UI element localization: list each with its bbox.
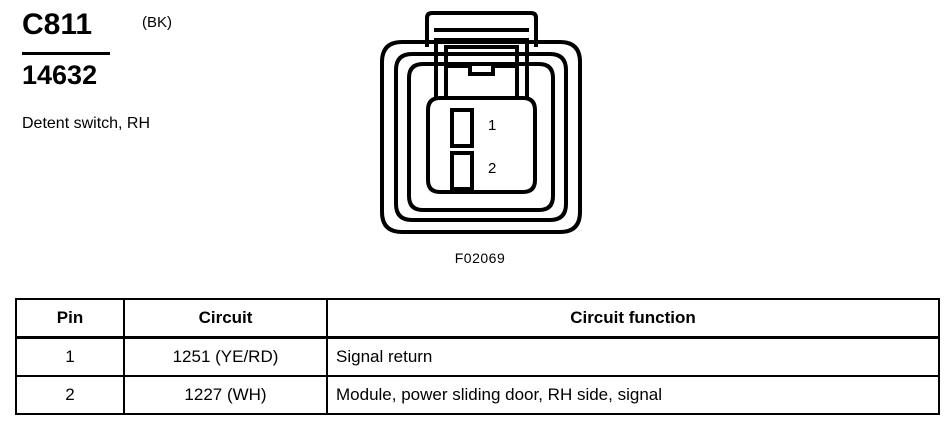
column-header-circuit: Circuit <box>123 298 328 339</box>
column-header-circuit-function: Circuit function <box>326 298 940 339</box>
connector-description: Detent switch, RH <box>22 115 151 132</box>
figure-code-label: F02069 <box>454 250 506 266</box>
pin-cavity-2 <box>450 151 474 191</box>
terminal-face-plate <box>426 96 537 194</box>
table-row: 1 1251 (YE/RD) Signal return <box>15 336 940 377</box>
cell-circuit: 1251 (YE/RD) <box>123 336 328 377</box>
connector-color-code: (BK) <box>142 14 172 31</box>
cell-circuit: 1227 (WH) <box>123 375 328 415</box>
pin-cavity-1 <box>450 108 474 148</box>
header-divider-rule <box>22 52 110 55</box>
body-outer-outline <box>380 40 582 234</box>
column-header-pin: Pin <box>15 298 125 339</box>
cell-pin: 1 <box>15 336 125 377</box>
latch-notch <box>444 64 519 76</box>
table-row: 2 1227 (WH) Module, power sliding door, … <box>15 375 940 415</box>
connector-part-number: 14632 <box>22 60 98 90</box>
latch-outer-shell <box>425 11 538 47</box>
pin-number-label-2: 2 <box>488 160 497 177</box>
latch-inner-box <box>444 45 519 97</box>
connector-id: C811 <box>22 8 93 41</box>
connector-diagram: 1 2 F02069 <box>370 0 590 285</box>
cell-circuit-function: Signal return <box>326 336 940 377</box>
cell-circuit-function: Module, power sliding door, RH side, sig… <box>326 375 940 415</box>
connector-header: C811 (BK) 14632 Detent switch, RH <box>0 0 360 150</box>
pin-number-label-1: 1 <box>488 117 497 134</box>
cell-pin: 2 <box>15 375 125 415</box>
body-middle-outline <box>394 52 568 222</box>
body-inner-outline <box>407 62 555 212</box>
pin-assignment-table: Pin Circuit Circuit function 1 1251 (YE/… <box>15 298 940 415</box>
table-header-row: Pin Circuit Circuit function <box>15 298 940 339</box>
connector-face-icon <box>380 11 582 234</box>
